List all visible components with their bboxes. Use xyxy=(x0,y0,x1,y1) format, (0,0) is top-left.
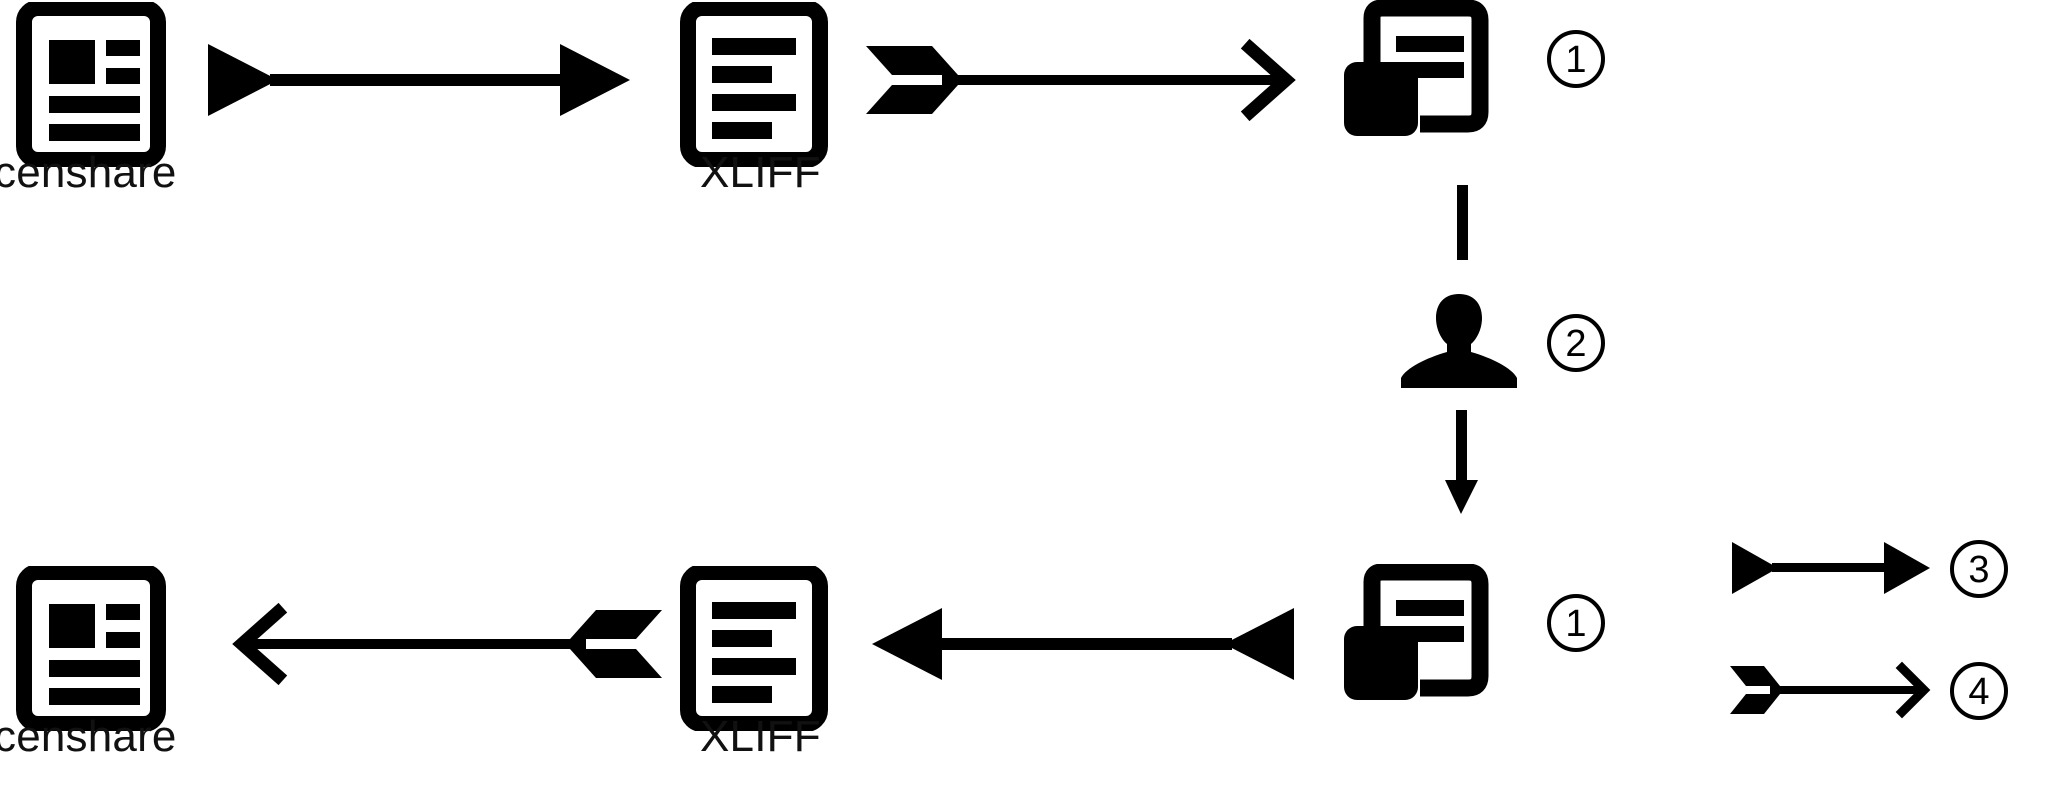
badge-legend-solid: 3 xyxy=(1948,538,2010,605)
fletched-arrow-left-icon xyxy=(232,602,662,686)
node-censhare-top[interactable] xyxy=(16,2,166,167)
edge-copy-to-translator xyxy=(1452,185,1472,270)
circle-badge-icon: 3 xyxy=(1950,540,2008,598)
node-censhare-bottom[interactable] xyxy=(16,566,166,731)
node-xliff-top[interactable] xyxy=(680,2,828,167)
badge-top-copy: 1 xyxy=(1545,28,1607,95)
node-translation-copy-top[interactable] xyxy=(1332,0,1512,140)
solid-triangle-arrow-right-icon xyxy=(208,44,630,116)
badge-value: 1 xyxy=(1565,39,1586,81)
badge-value: 3 xyxy=(1968,549,1989,591)
xliff-document-icon xyxy=(680,566,828,731)
node-label-censhare-top: censhare xyxy=(0,148,177,197)
edge-copy-to-xliff-back xyxy=(862,594,1302,699)
node-label-xliff-bottom: XLIFF xyxy=(700,712,821,761)
node-xliff-bottom[interactable] xyxy=(680,566,828,731)
plain-line-down-icon xyxy=(1457,185,1468,260)
censhare-document-icon xyxy=(16,2,166,167)
circle-badge-icon: 2 xyxy=(1547,314,1605,372)
badge-value: 4 xyxy=(1968,671,1989,713)
fletched-arrow-right-icon xyxy=(866,38,1296,122)
node-translation-copy-bottom[interactable] xyxy=(1332,564,1512,704)
xliff-document-icon xyxy=(680,2,828,167)
document-copy-icon xyxy=(1344,564,1489,700)
fletched-arrow-right-icon xyxy=(1730,661,1931,719)
badge-value: 1 xyxy=(1565,603,1586,645)
edge-xliff-to-censhare-back xyxy=(196,594,666,699)
edge-censhare-to-xliff xyxy=(200,30,640,135)
legend-fletched-arrow xyxy=(1728,652,1968,733)
badge-translator: 2 xyxy=(1545,312,1607,379)
edge-xliff-to-copy xyxy=(862,30,1332,135)
circle-badge-icon: 1 xyxy=(1547,594,1605,652)
node-translator[interactable] xyxy=(1396,290,1522,390)
circle-badge-icon: 1 xyxy=(1547,30,1605,88)
document-copy-icon xyxy=(1344,0,1489,136)
badge-bottom-copy: 1 xyxy=(1545,592,1607,659)
edge-translator-to-copy xyxy=(1440,410,1484,525)
censhare-document-icon xyxy=(16,566,166,731)
circle-badge-icon: 4 xyxy=(1950,662,2008,720)
solid-triangle-arrow-left-icon xyxy=(872,608,1294,680)
node-label-xliff-top: XLIFF xyxy=(700,148,821,197)
badge-legend-fletched: 4 xyxy=(1948,660,2010,727)
plain-arrow-down-icon xyxy=(1445,410,1478,514)
person-icon xyxy=(1401,294,1517,388)
node-label-censhare-bottom: censhare xyxy=(0,712,177,761)
badge-value: 2 xyxy=(1565,323,1586,365)
legend-solid-triangle-arrow xyxy=(1728,530,1968,611)
solid-triangle-arrow-right-icon xyxy=(1732,542,1930,594)
